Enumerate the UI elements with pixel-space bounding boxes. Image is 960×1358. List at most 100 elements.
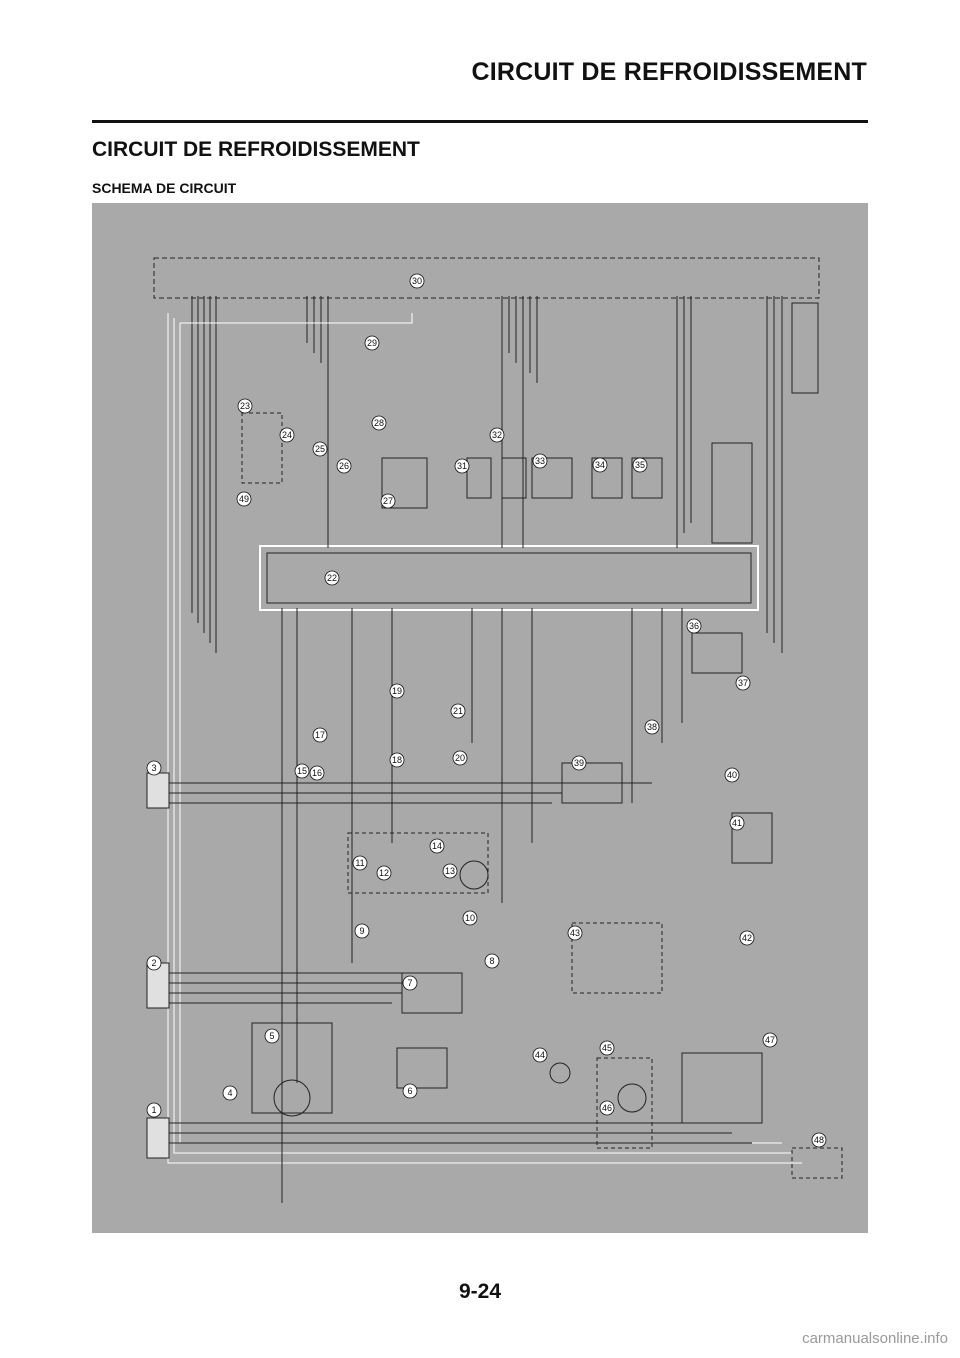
component-41-box [731, 812, 773, 864]
harness-wires-left [191, 296, 217, 653]
callout-10: 10 [462, 910, 478, 926]
callout-27: 27 [380, 493, 396, 509]
callout-3: 3 [146, 760, 162, 776]
component-31-box [466, 457, 492, 499]
callout-32: 32 [489, 427, 505, 443]
svg-text:12: 12 [379, 868, 389, 878]
svg-text:47: 47 [765, 1035, 775, 1045]
svg-text:4: 4 [227, 1088, 232, 1098]
callout-9: 9 [354, 923, 370, 939]
harness-wires-far-right [766, 296, 783, 653]
svg-text:1: 1 [151, 1105, 156, 1115]
svg-text:45: 45 [602, 1043, 612, 1053]
svg-text:15: 15 [297, 766, 307, 776]
callout-31: 31 [454, 458, 470, 474]
component-47-box [681, 1052, 763, 1124]
connector-1-wires [162, 1122, 752, 1144]
callout-41: 41 [729, 815, 745, 831]
component-6-box [396, 1047, 448, 1089]
svg-text:17: 17 [315, 730, 325, 740]
svg-text:24: 24 [282, 430, 292, 440]
svg-text:33: 33 [535, 456, 545, 466]
callout-25: 25 [312, 441, 328, 457]
connector-2 [146, 962, 170, 1009]
svg-text:29: 29 [367, 338, 377, 348]
callout-20: 20 [452, 750, 468, 766]
callout-2: 2 [146, 955, 162, 971]
callout-15: 15 [294, 763, 310, 779]
svg-text:6: 6 [407, 1086, 412, 1096]
callout-43: 43 [567, 925, 583, 941]
svg-text:31: 31 [457, 461, 467, 471]
callout-37: 37 [735, 675, 751, 691]
ecu-block [266, 552, 752, 604]
callout-18: 18 [389, 752, 405, 768]
callout-1: 1 [146, 1102, 162, 1118]
watermark: carmanualsonline.info [802, 1330, 948, 1347]
callout-47: 47 [762, 1032, 778, 1048]
svg-text:2: 2 [151, 958, 156, 968]
page-number: 9-24 [458, 1280, 502, 1303]
svg-text:25: 25 [315, 444, 325, 454]
svg-text:22: 22 [327, 573, 337, 583]
component-9-box [347, 832, 489, 894]
callout-44: 44 [532, 1047, 548, 1063]
svg-text:8: 8 [489, 956, 494, 966]
callout-39: 39 [571, 755, 587, 771]
callout-5: 5 [264, 1028, 280, 1044]
motor-13 [459, 860, 489, 890]
connector-1 [146, 1117, 170, 1159]
svg-text:49: 49 [239, 494, 249, 504]
svg-text:30: 30 [412, 276, 422, 286]
section-title: CIRCUIT DE REFROIDISSEMENT [92, 138, 420, 161]
callout-6: 6 [402, 1083, 418, 1099]
svg-text:28: 28 [374, 418, 384, 428]
callout-24: 24 [279, 427, 295, 443]
svg-text:39: 39 [574, 758, 584, 768]
svg-text:20: 20 [455, 753, 465, 763]
ecu-block-outline [259, 545, 759, 611]
svg-text:21: 21 [453, 706, 463, 716]
component-39-box [561, 762, 623, 804]
svg-text:26: 26 [339, 461, 349, 471]
right-connector [791, 302, 819, 394]
callout-7: 7 [402, 975, 418, 991]
svg-text:34: 34 [595, 460, 605, 470]
wiring-diagram-svg: 1 2 3 4 5 6 7 8 9 10 11 12 13 14 15 16 1… [146, 257, 843, 1203]
svg-text:44: 44 [535, 1050, 545, 1060]
svg-text:46: 46 [602, 1103, 612, 1113]
callout-36: 36 [686, 618, 702, 634]
callout-46: 46 [599, 1100, 615, 1116]
svg-text:41: 41 [732, 818, 742, 828]
harness-wires-center [501, 296, 538, 548]
callout-30: 30 [409, 273, 425, 289]
svg-text:13: 13 [445, 866, 455, 876]
component-33-box [531, 457, 573, 499]
motor-44 [549, 1062, 571, 1084]
callout-29: 29 [364, 335, 380, 351]
svg-text:27: 27 [383, 496, 393, 506]
connector-2-wires [162, 972, 422, 1004]
svg-text:38: 38 [647, 722, 657, 732]
svg-text:36: 36 [689, 621, 699, 631]
ecu-connector [711, 442, 753, 544]
svg-text:35: 35 [635, 460, 645, 470]
component-35-box [631, 457, 663, 499]
callout-26: 26 [336, 458, 352, 474]
subsection-title: SCHEMA DE CIRCUIT [92, 180, 237, 196]
callout-42: 42 [739, 930, 755, 946]
component-5-box [251, 1022, 333, 1114]
callout-13: 13 [442, 863, 458, 879]
component-23-box [241, 412, 283, 484]
svg-text:23: 23 [240, 401, 250, 411]
svg-text:37: 37 [738, 678, 748, 688]
component-34-box [591, 457, 623, 499]
motor-46 [617, 1083, 647, 1113]
harness-wires-mid [306, 296, 329, 548]
callout-19: 19 [389, 683, 405, 699]
callout-33: 33 [532, 453, 548, 469]
callout-48: 48 [811, 1132, 827, 1148]
component-7-box [401, 972, 463, 1014]
svg-text:14: 14 [432, 841, 442, 851]
svg-text:48: 48 [814, 1135, 824, 1145]
